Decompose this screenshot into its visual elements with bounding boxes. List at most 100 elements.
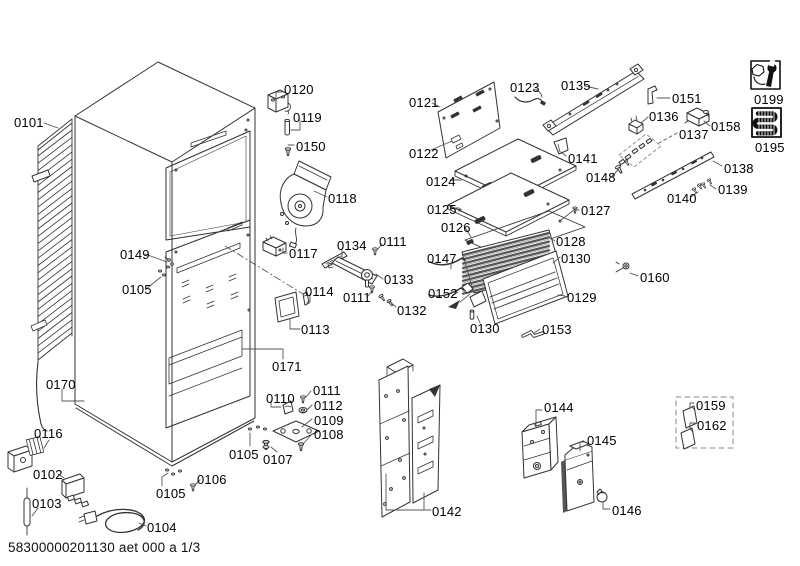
part-0109-hinge-plate-drawing	[272, 420, 320, 443]
part-0117-drawing	[262, 235, 287, 257]
part-0104-power-cord-drawing	[78, 508, 145, 534]
part-0151-angle-drawing	[647, 85, 658, 105]
part-label-0106-48: 0106	[197, 472, 227, 487]
part-label-0125-30: 0125	[427, 202, 457, 217]
part-label-0123-18: 0123	[510, 80, 540, 95]
part-label-0109-53: 0109	[314, 413, 344, 428]
part-label-0104-49: 0104	[147, 520, 177, 535]
part-0158-switch-drawing	[684, 107, 710, 127]
part-label-0139-27: 0139	[718, 182, 748, 197]
part-0146-knob-drawing	[596, 488, 608, 503]
part-label-0101-0: 0101	[14, 115, 44, 130]
part-0142-panels-drawing	[378, 358, 441, 518]
part-0135-rail-drawing	[542, 63, 645, 136]
part-label-0138-26: 0138	[724, 161, 754, 176]
part-label-0149-5: 0149	[120, 247, 150, 262]
part-0101-condenser-drawing	[30, 118, 73, 363]
part-label-0126-31: 0126	[441, 220, 471, 235]
part-0133-hinge-arm-drawing	[327, 256, 378, 288]
part-label-0150-3: 0150	[296, 139, 326, 154]
part-label-0171-15: 0171	[272, 359, 302, 374]
part-0130-rivet-lower-drawing	[469, 309, 475, 320]
part-label-0118-4: 0118	[328, 191, 357, 206]
part-label-0112-52: 0112	[314, 398, 343, 413]
part-label-0145-59: 0145	[587, 433, 617, 448]
part-0147-tube-drawing	[429, 257, 466, 266]
part-label-0102-45: 0102	[33, 467, 63, 482]
part-label-0122-17: 0122	[409, 146, 439, 161]
part-label-0111-9: 0111	[379, 234, 407, 249]
part-label-0135-19: 0135	[561, 78, 591, 93]
part-0105-screws-base-drawing	[165, 468, 182, 476]
part-0170-tube-drawing	[36, 361, 48, 432]
part-0108-screw-drawing	[297, 442, 305, 451]
part-0153-elbow-drawing	[521, 330, 545, 338]
part-label-0146-60: 0146	[612, 503, 642, 518]
part-0113-frame-drawing	[274, 291, 300, 323]
part-0105-screws-upper-drawing	[158, 265, 170, 277]
part-0119-pin-drawing	[284, 118, 290, 136]
part-label-0147-35: 0147	[427, 251, 457, 266]
part-0118-fan-drawing	[279, 160, 332, 249]
part-label-0121-16: 0121	[409, 95, 439, 110]
part-label-0136-21: 0136	[649, 109, 679, 124]
part-label-0116-44: 0116	[34, 426, 63, 441]
part-label-0119-2: 0119	[293, 110, 322, 125]
part-0136-switch-drawing	[628, 115, 644, 135]
part-label-0140-28: 0140	[667, 191, 697, 206]
part-label-0162-62: 0162	[697, 418, 727, 433]
part-label-0113-14: 0113	[301, 322, 330, 337]
part-0150-screw-drawing	[284, 147, 292, 156]
part-label-0133-10: 0133	[384, 272, 414, 287]
part-0160-sensor-drawing	[615, 261, 630, 273]
part-label-0160-40: 0160	[640, 270, 670, 285]
part-label-0105-6: 0105	[122, 282, 152, 297]
leader-lines	[31, 85, 723, 527]
part-0120-hinge-drawing	[267, 89, 292, 115]
part-label-0111-51: 0111	[313, 383, 341, 398]
part-0107-screw-drawing	[262, 439, 270, 451]
part-label-0117-7: 0117	[289, 246, 318, 261]
part-label-0107-56: 0107	[263, 452, 293, 467]
part-label-0103-46: 0103	[32, 496, 62, 511]
part-label-0128-33: 0128	[556, 234, 586, 249]
part-label-0170-43: 0170	[46, 377, 76, 392]
part-label-0132-12: 0132	[397, 303, 427, 318]
part-0132-screws-drawing	[378, 293, 395, 308]
part-label-0144-58: 0144	[544, 400, 574, 415]
part-0145-box-drawing	[561, 440, 595, 513]
part-0149-clip-drawing	[164, 256, 174, 266]
part-label-0141-24: 0141	[568, 151, 598, 166]
part-0103-filter-tube-drawing	[23, 487, 31, 536]
part-label-0129-37: 0129	[567, 290, 597, 305]
service-tools-icon	[750, 59, 781, 90]
part-0127-screw-drawing	[558, 206, 578, 223]
part-label-0105-47: 0105	[156, 486, 186, 501]
part-0102-terminal-drawing	[61, 473, 90, 508]
part-label-0152-36: 0152	[428, 286, 458, 301]
part-label-0158-22: 0158	[711, 119, 741, 134]
part-label-0159-61: 0159	[696, 398, 726, 413]
part-0111-screw-top-drawing	[372, 247, 378, 256]
part-label-0130-38: 0130	[470, 321, 500, 336]
cabinet-drawing	[74, 61, 304, 467]
part-0139-screws-drawing	[700, 177, 714, 190]
part-label-0114-13: 0114	[305, 284, 334, 299]
part-label-0108-54: 0108	[314, 427, 344, 442]
part-label-0127-32: 0127	[581, 203, 611, 218]
part-label-0199-41: 0199	[754, 92, 784, 107]
part-label-0195-42: 0195	[755, 140, 785, 155]
part-label-0124-29: 0124	[426, 174, 456, 189]
part-0111-screw-bottom-drawing	[300, 395, 306, 404]
part-0137-clips-drawing	[618, 133, 662, 168]
part-label-0134-8: 0134	[337, 238, 367, 253]
part-label-0111-11: 0111	[343, 290, 371, 305]
part-0121-panel-drawing	[437, 81, 501, 159]
part-label-0137-23: 0137	[679, 127, 709, 142]
part-0152-tube-drawing	[428, 287, 465, 297]
part-0141-bracket-drawing	[553, 137, 569, 155]
document-number: 58300000201130 aet 000 a 1/3	[8, 540, 201, 555]
part-0112-grommet-drawing	[298, 407, 308, 414]
